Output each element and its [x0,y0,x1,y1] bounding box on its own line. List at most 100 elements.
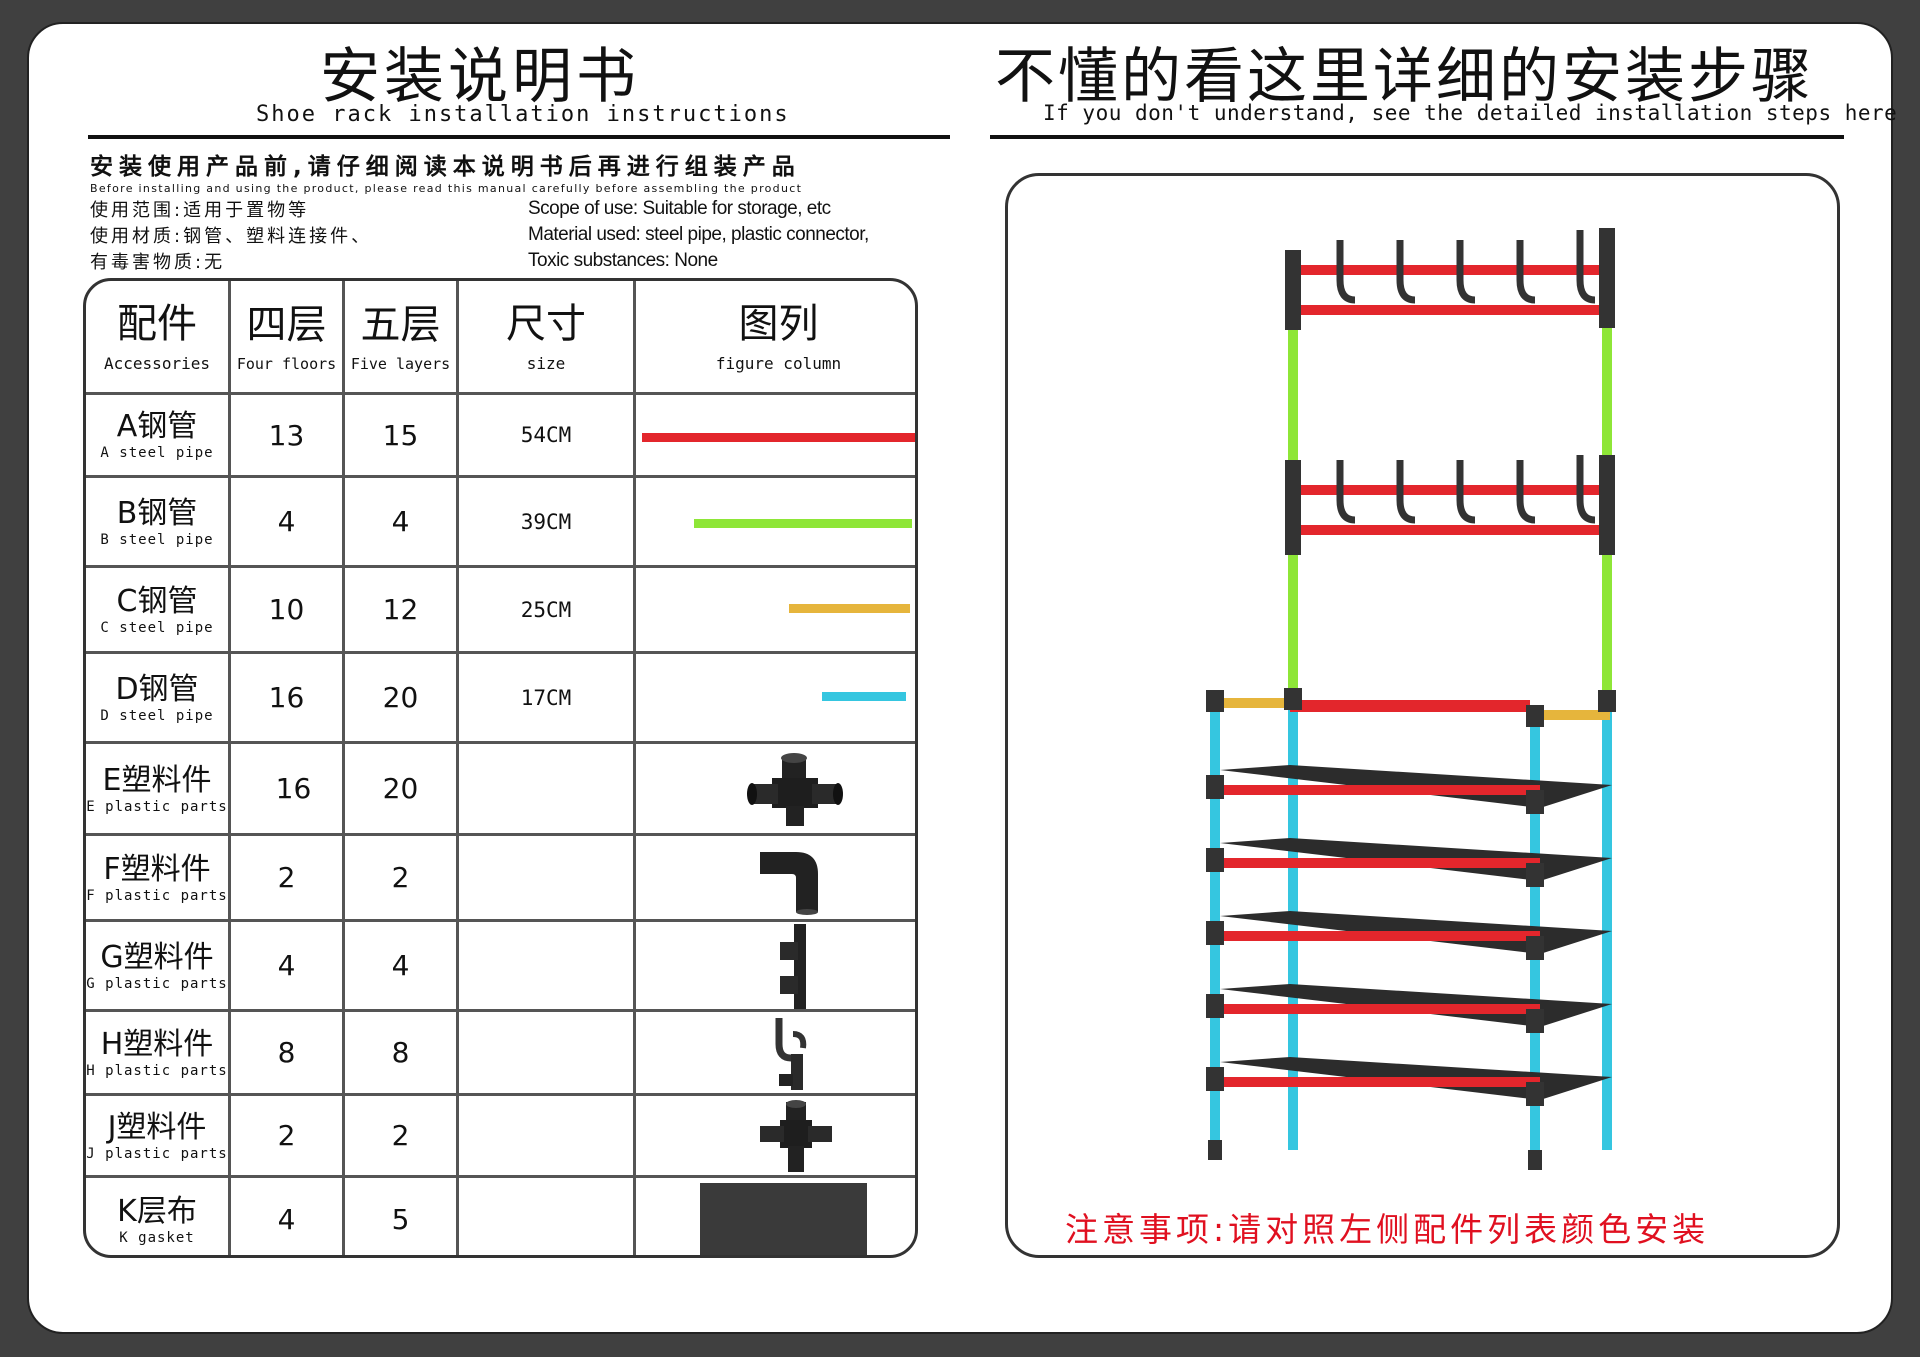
hook-rail-top [1285,228,1615,330]
table-row: J塑料件 J plastic parts 2 2 [86,1093,915,1175]
left-header-rule [88,135,950,139]
qty-five: 8 [391,1036,410,1069]
qty-five: 4 [391,949,410,982]
qty-four: 16 [268,681,305,714]
header-cn: 四层 [246,301,327,348]
right-title-cn: 不懂的看这里详细的安装步骤 [995,42,1814,112]
qty-four: 4 [277,505,296,538]
header-figure: 图列 figure column [636,281,915,392]
table-row: E塑料件 E plastic parts 16 20 [86,741,915,833]
info-cn-line: 有毒害物质:无 [90,252,226,273]
qty-five: 5 [391,1203,410,1236]
part-name-en: J plastic parts [86,1145,228,1162]
intro-cn: 安装使用产品前,请仔细阅读本说明书后再进行组装产品 [90,154,801,180]
elbow-connector-icon [760,852,818,915]
hook-rail-middle [1285,455,1615,555]
part-size: 17CM [520,685,572,710]
shoe-rack-section [1206,688,1616,1170]
red-pipe-icon [642,433,915,442]
header-en: figure column [715,354,842,373]
table-header-row: 配件 Accessories 四层 Four floors 五层 Five la… [86,281,915,392]
part-name-cn: K层布 [117,1193,197,1229]
column-divider [456,281,459,1255]
part-name-en: C steel pipe [100,619,214,636]
header-five-layers: 五层 Five layers [345,281,456,392]
header-cn: 尺寸 [506,301,586,347]
part-name: E塑料件 E plastic parts [86,744,228,833]
part-name: K层布 K gasket [86,1178,228,1255]
info-cn-line: 使用材质:钢管、塑料连接件、 [90,226,373,247]
part-name: F塑料件 F plastic parts [86,836,228,919]
part-name: J塑料件 J plastic parts [86,1096,228,1175]
installation-note: 注意事项:请对照左侧配件列表颜色安装 [1065,1210,1710,1249]
qty-five: 2 [391,861,410,894]
qty-five: 12 [382,593,419,626]
right-title-en: If you don't understand, see the detaile… [1043,101,1898,125]
four-way-connector-icon [747,753,843,826]
left-title-en: Shoe rack installation instructions [256,102,790,127]
header-cn: 五层 [360,301,441,348]
part-name-en: H plastic parts [86,1062,228,1079]
header-en: size [526,354,566,373]
three-way-connector-icon [760,1100,832,1172]
part-name-cn: E塑料件 [102,762,212,798]
qty-four: 10 [268,593,305,626]
table-row: H塑料件 H plastic parts 8 8 [86,1009,915,1093]
info-en-block: Scope of use: Suitable for storage, etc … [528,196,869,274]
header-en: Five layers [350,354,451,373]
qty-four: 2 [277,861,296,894]
table-row: A钢管 A steel pipe 13 15 54CM [86,392,915,475]
info-cn-block: 使用范围:适用于置物等 使用材质:钢管、塑料连接件、 有毒害物质:无 [90,198,372,276]
qty-five: 20 [382,772,419,805]
intro-en: Before installing and using the product,… [90,182,803,195]
part-name-en: B steel pipe [100,531,214,548]
table-row: G塑料件 G plastic parts 4 4 [86,919,915,1010]
table-row: F塑料件 F plastic parts 2 2 [86,833,915,919]
qty-five: 4 [391,505,410,538]
part-name-en: E plastic parts [86,798,228,815]
part-name-cn: D钢管 [115,671,199,707]
info-en-line: Material used: steel pipe, plastic conne… [528,224,869,245]
accessories-table: 配件 Accessories 四层 Four floors 五层 Five la… [83,278,918,1258]
part-name-cn: G塑料件 [100,939,214,975]
shelf-cloth-icon [700,1183,867,1255]
qty-four: 8 [277,1036,296,1069]
qty-four: 13 [268,418,305,452]
green-pipe-icon [694,519,912,528]
part-name-cn: C钢管 [116,583,198,619]
part-name-en: G plastic parts [86,975,228,992]
blue-pipe-icon [822,692,906,701]
header-cn: 配件 [117,301,197,347]
header-four-floors: 四层 Four floors [231,281,342,392]
part-name-en: K gasket [119,1229,195,1246]
qty-five: 2 [391,1119,410,1152]
left-title-cn: 安装说明书 [320,42,640,112]
part-name-cn: B钢管 [116,495,198,531]
hook-connector-icon [775,1018,807,1090]
header-accessories: 配件 Accessories [86,281,228,392]
part-name: B钢管 B steel pipe [86,478,228,565]
qty-five: 20 [382,681,419,714]
yellow-pipe-icon [789,604,910,613]
qty-five: 15 [382,418,419,452]
part-name: A钢管 A steel pipe [86,395,228,475]
part-size: 25CM [520,597,572,622]
qty-four: 4 [277,949,296,982]
info-en-line: Toxic substances: None [528,250,718,271]
header-size: 尺寸 size [459,281,633,392]
column-divider [342,281,345,1255]
header-en: Four floors [236,354,337,373]
table-row: D钢管 D steel pipe 16 20 17CM [86,651,915,741]
part-name-cn: H塑料件 [100,1026,214,1062]
header-cn: 图列 [738,301,819,347]
qty-four: 4 [277,1203,296,1236]
part-size: 54CM [520,423,572,447]
part-size: 39CM [520,509,572,534]
part-name-cn: F塑料件 [103,851,211,887]
header-en: Accessories [104,354,210,373]
right-header-rule [990,135,1844,139]
table-row: K层布 K gasket 4 5 [86,1175,915,1255]
part-name: C钢管 C steel pipe [86,568,228,651]
column-divider [633,281,636,1255]
part-name: D钢管 D steel pipe [86,654,228,741]
